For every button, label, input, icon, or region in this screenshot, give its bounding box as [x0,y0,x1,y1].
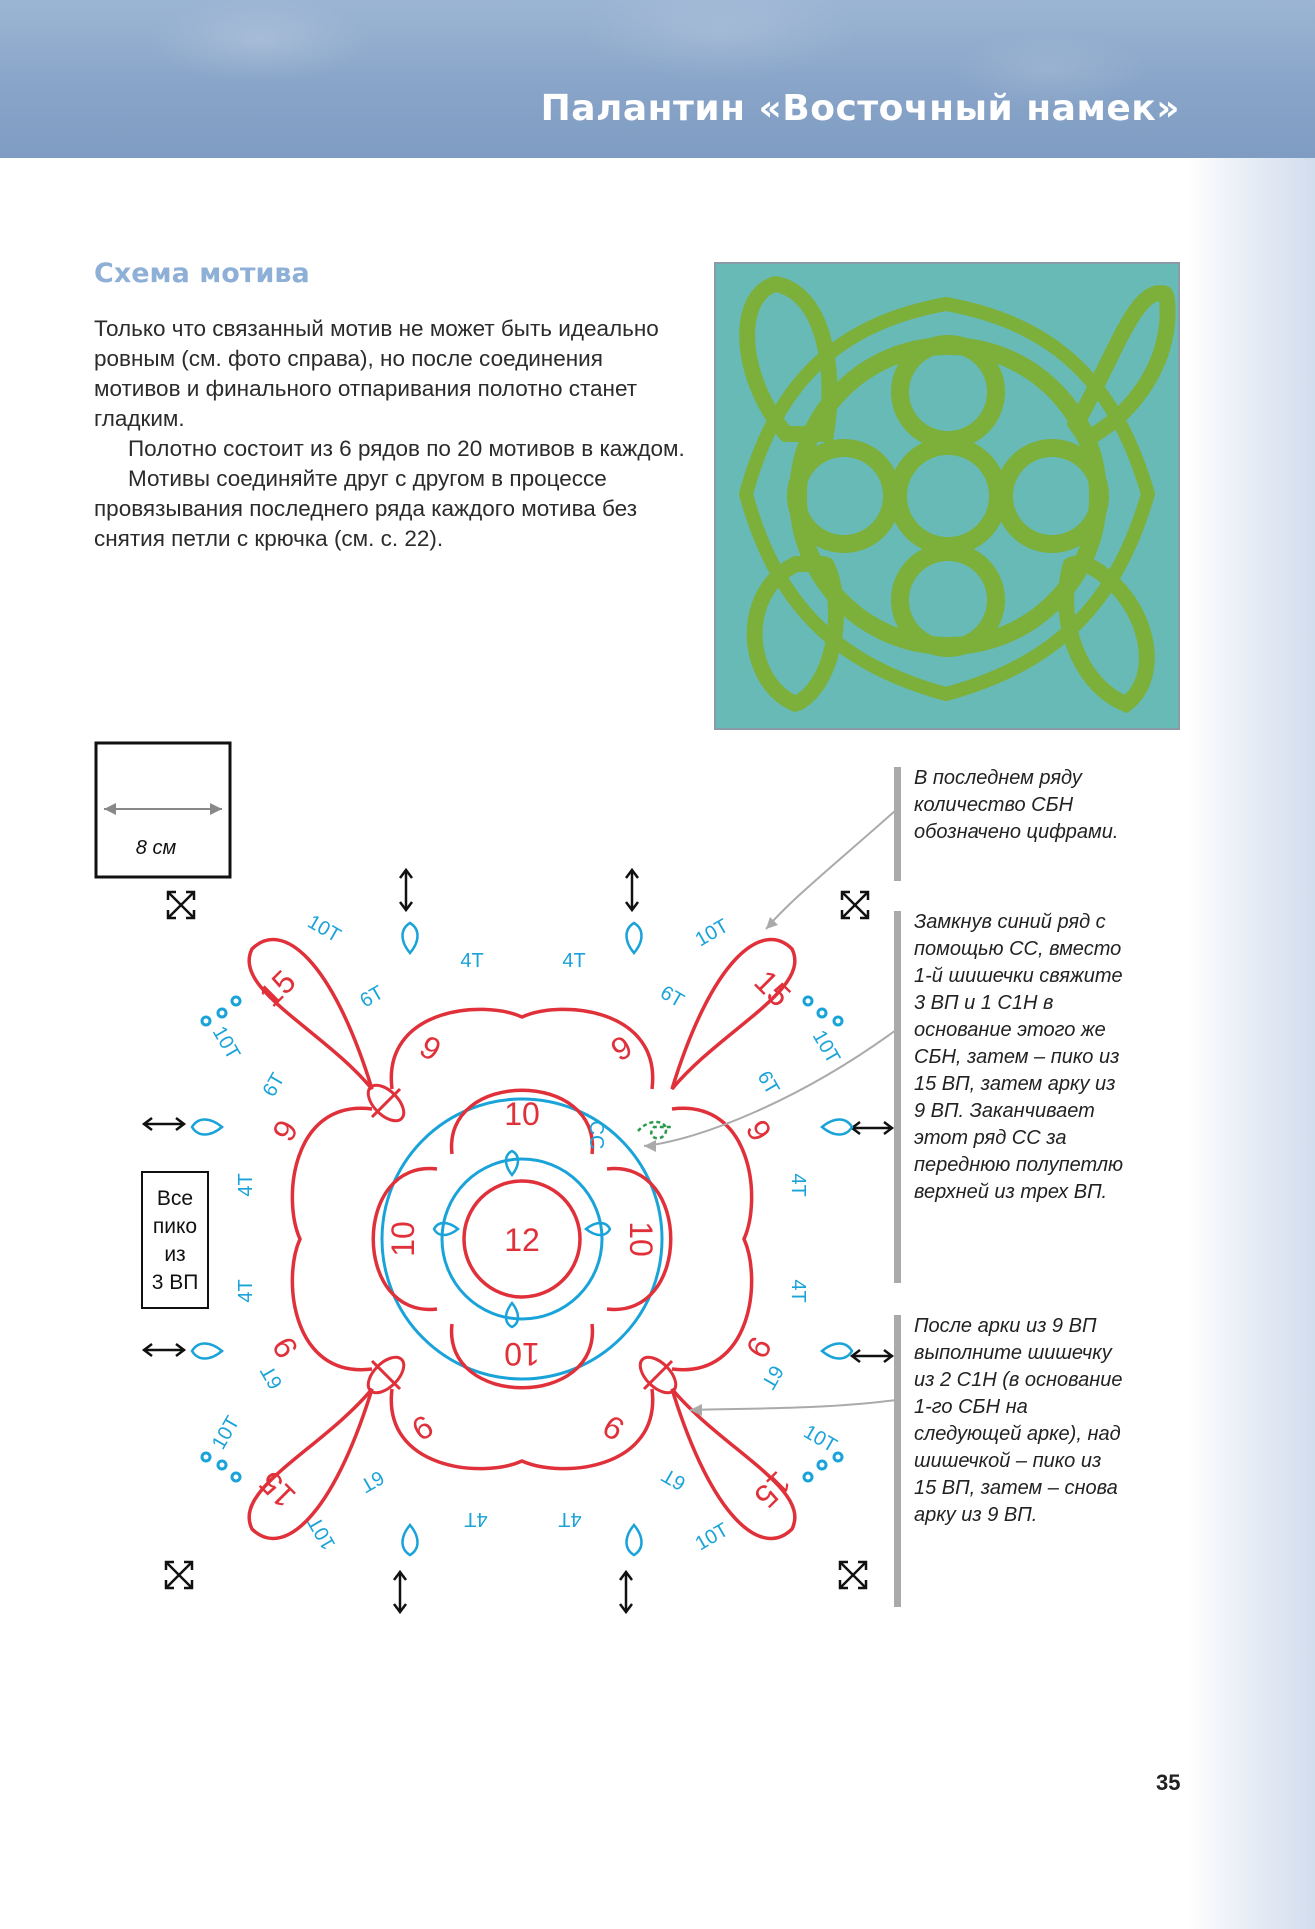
double-arrow-icon [620,1572,632,1612]
crochet-motif-image [716,264,1178,728]
corner-arrows-icon [168,892,194,918]
arch-count: 9 [406,1408,439,1448]
section-heading: Схема мотива [94,258,310,289]
arch-count: 9 [739,1331,779,1364]
double-arrow-icon [626,870,638,910]
pico-top-right [672,940,795,1089]
arch-count: 9 [414,1028,447,1068]
svg-text:10Т: 10Т [304,911,345,947]
pico-line-2: пико [153,1215,197,1238]
petal-count-top: 10 [504,1096,540,1132]
page-number: 35 [1156,1770,1180,1796]
size-label: 8 см [136,837,177,859]
svg-text:4Т: 4Т [464,1508,487,1530]
page-title: Палантин «Восточный намек» [541,88,1180,129]
double-arrow-icon [852,1122,892,1134]
pico-top-left [249,940,372,1089]
note-3: После арки из 9 ВП выполните шишечку из … [896,1313,1106,1529]
corner-count: 15 [747,1464,798,1515]
svg-text:6Т: 6Т [257,1361,288,1392]
svg-text:10Т: 10Т [208,1413,244,1454]
svg-text:6Т: 6Т [753,1067,784,1098]
double-arrow-icon [400,870,412,910]
pico-note-box: Все пико из 3 ВП [142,1172,208,1308]
motif-photo [714,262,1180,730]
double-arrow-icon [144,1344,184,1356]
paragraph-1: Только что связанный мотив не может быть… [94,314,694,434]
intro-text: Только что связанный мотив не может быть… [94,314,694,554]
note-2: Замкнув синий ряд с помощью СС, вместо 1… [896,909,1106,1206]
pico-line-1: Все [157,1187,193,1210]
header-texture [0,0,1315,158]
note-3-text: После арки из 9 ВП выполните шишечку из … [914,1313,1129,1529]
petal-count-right: 10 [623,1221,659,1257]
center-count: 12 [504,1222,540,1258]
svg-text:4Т: 4Т [562,950,585,972]
corner-arrows-icon [840,1562,866,1588]
svg-text:4Т: 4Т [787,1173,809,1196]
arch-left [292,1108,372,1369]
note-1: В последнем ряду количество СБН обозначе… [896,765,1106,846]
corner-count: 15 [252,1464,303,1515]
arch-count: 9 [265,1114,305,1147]
arch-count: 9 [739,1114,779,1147]
corner-count: 15 [252,963,303,1014]
corner-arrows-icon [842,892,868,918]
petal-count-left: 10 [385,1221,421,1257]
note-2-text: Замкнув синий ряд с помощью СС, вместо 1… [914,909,1129,1206]
svg-text:6Т: 6Т [656,982,687,1013]
arch-count: 9 [597,1408,630,1448]
svg-text:6Т: 6Т [757,1361,788,1392]
svg-text:10Т: 10Т [208,1023,244,1064]
size-box: 8 см [96,743,230,877]
svg-text:4Т: 4Т [558,1508,581,1530]
pico-line-4: 3 ВП [152,1271,199,1294]
arch-count: 9 [265,1331,305,1364]
svg-text:10Т: 10Т [800,1421,841,1457]
svg-text:6Т: 6Т [356,1466,387,1497]
pico-bottom-left [249,1389,372,1538]
green-loop-icon [638,1122,672,1138]
svg-text:4Т: 4Т [787,1279,809,1302]
arch-right [672,1108,752,1369]
svg-text:6Т: 6Т [259,1069,290,1100]
svg-text:10Т: 10Т [692,915,733,951]
double-arrow-icon [852,1350,892,1362]
double-arrow-icon [394,1572,406,1612]
header-band: Палантин «Восточный намек» [0,0,1315,158]
paragraph-2: Полотно состоит из 6 рядов по 20 мотивов… [94,434,694,464]
svg-text:10Т: 10Т [808,1027,844,1068]
corner-arrows-icon [166,1562,192,1588]
corner-count: 15 [747,963,798,1014]
petal-count-bottom: 10 [504,1336,540,1372]
pico-bottom-right [672,1389,795,1538]
double-arrow-icon [144,1118,184,1130]
svg-text:4Т: 4Т [235,1279,257,1302]
pico-line-3: из [164,1243,185,1266]
svg-text:6Т: 6Т [356,982,387,1013]
svg-text:10Т: 10Т [692,1519,733,1555]
svg-text:6Т: 6Т [658,1464,689,1495]
svg-text:СС: СС [585,1121,607,1150]
paragraph-3: Мотивы соединяйте друг с другом в процес… [94,464,694,554]
svg-text:4Т: 4Т [460,950,483,972]
svg-text:4Т: 4Т [235,1173,257,1196]
note-1-text: В последнем ряду количество СБН обозначе… [914,765,1129,846]
diagram-chart: 12 10 10 10 10 9 9 9 9 9 9 9 9 15 15 15 … [192,911,852,1555]
